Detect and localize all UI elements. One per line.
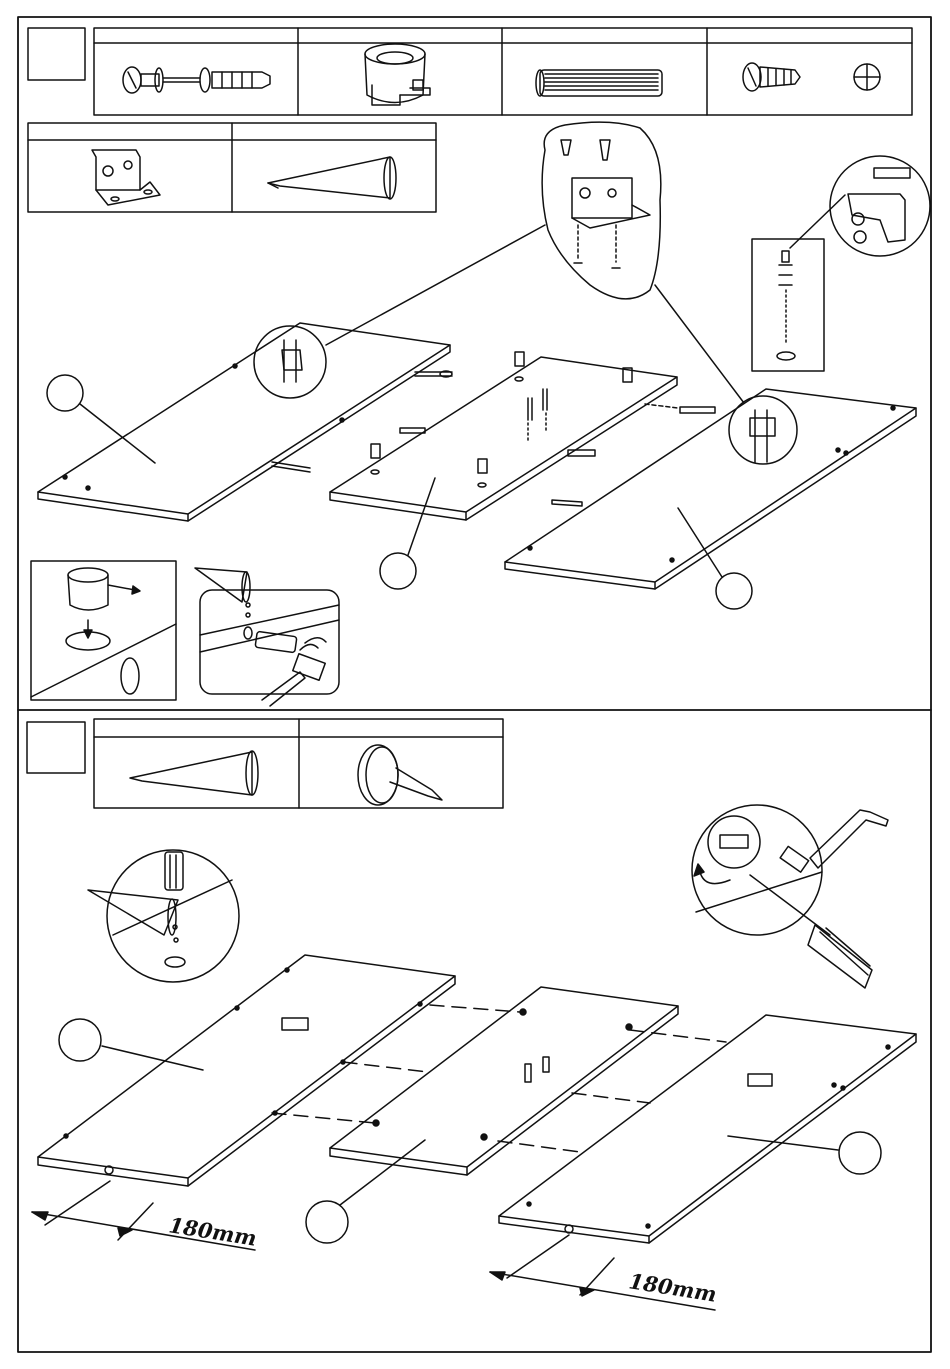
panel-middle-step2 xyxy=(330,987,678,1175)
step-1-section xyxy=(28,28,930,706)
nail-icon xyxy=(358,745,442,805)
callout-circle-6 xyxy=(839,1132,881,1174)
page-frame xyxy=(18,17,931,1352)
screw-icon xyxy=(743,63,880,91)
panel-left-step2 xyxy=(38,955,455,1186)
dimension-right: 180mm xyxy=(490,1235,718,1310)
callout-circle-3 xyxy=(716,573,752,609)
step-1-parts-table xyxy=(94,28,912,115)
step-2-section: 180mm 180mm xyxy=(27,719,916,1310)
connection-lines-step2 xyxy=(272,1005,726,1152)
step-2-parts-table xyxy=(94,719,503,808)
cam-lock-icon xyxy=(365,44,430,105)
callout-circle-2 xyxy=(380,553,416,589)
callout-circle-5 xyxy=(306,1201,348,1243)
glue-bottle-icon xyxy=(268,157,396,199)
glue-bottle-icon xyxy=(130,751,258,795)
tool-detail xyxy=(692,805,888,988)
cam-locks-middle xyxy=(371,352,632,487)
panel-left xyxy=(38,323,450,521)
cam-lock-install-inset xyxy=(31,561,176,700)
step-1-parts-table-2 xyxy=(28,123,436,212)
panel-right-step2 xyxy=(499,1015,916,1243)
glue-drip-detail xyxy=(88,850,239,982)
bracket-detail-left xyxy=(254,225,545,398)
step-1-number-box xyxy=(28,28,85,80)
cam-bolt-icon xyxy=(123,67,270,93)
l-bracket-icon xyxy=(92,150,160,205)
callout-circle-1 xyxy=(47,375,83,411)
drill-inset xyxy=(752,156,930,371)
wooden-dowel-icon xyxy=(536,70,662,96)
dimension-right-label: 180mm xyxy=(627,1268,718,1307)
dimension-left-label: 180mm xyxy=(167,1212,258,1251)
dowel-install-inset xyxy=(195,568,339,706)
callout-circle-4 xyxy=(59,1019,101,1061)
bracket-detail-right xyxy=(655,285,797,464)
step-2-number-box xyxy=(27,722,85,773)
bracket-inset-large xyxy=(542,122,661,299)
dimension-left: 180mm xyxy=(32,1181,258,1251)
